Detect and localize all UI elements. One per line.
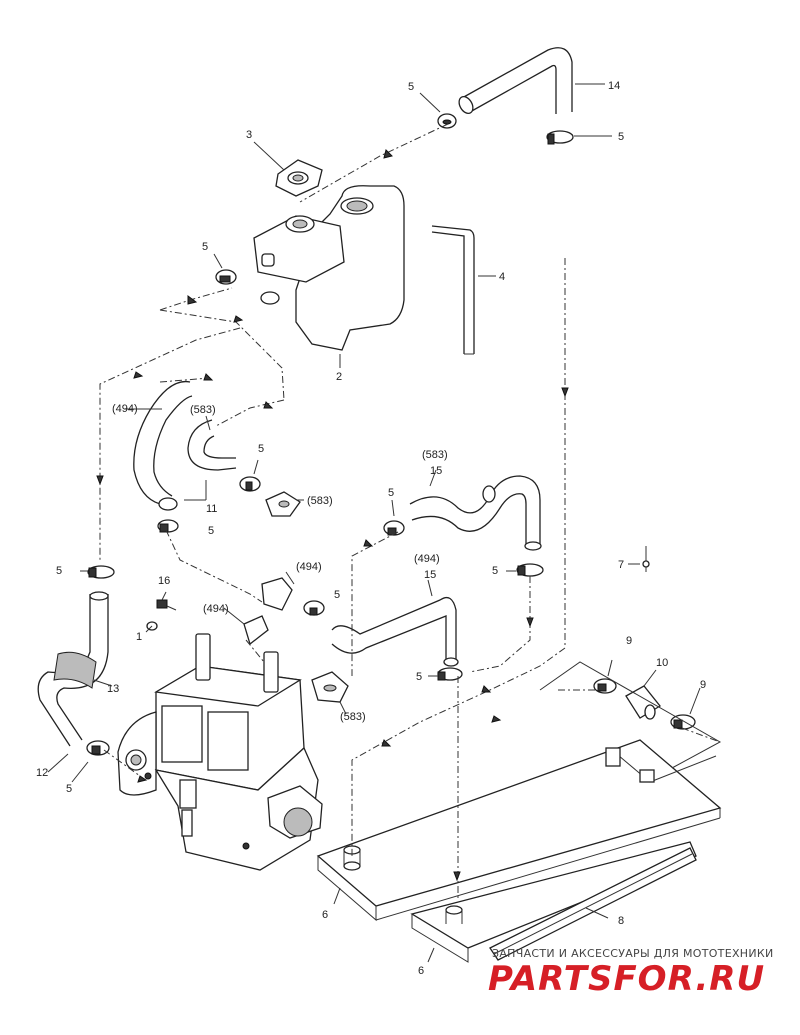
callout-10: 10: [656, 657, 668, 669]
callout-15-upper: 15: [430, 465, 442, 477]
callout-7: 7: [618, 559, 624, 571]
clamp-5-mid: [239, 459, 261, 492]
callout-5-left: 5: [56, 565, 62, 577]
hose-14: [458, 47, 605, 115]
callout-4: 4: [499, 271, 505, 283]
fitting-494-upper: [261, 571, 295, 611]
clamp-5-tank: [213, 253, 237, 285]
clamp-5-fitting: [303, 600, 325, 616]
watermark: ЗАПЧАСТИ И АКСЕССУАРЫ ДЛЯ МОТОТЕХНИКИ PA…: [488, 947, 774, 999]
callout-494-lower: (494): [414, 553, 440, 565]
watermark-logo: PARTSFOR.RU: [488, 959, 765, 999]
outlet-fitting-583-mid: [265, 491, 304, 517]
engine-block: [117, 633, 323, 871]
callout-583-lower: (583): [340, 711, 366, 723]
washer-1: [145, 621, 158, 633]
callout-14: 14: [608, 80, 620, 92]
callout-5-hose-15: 5: [388, 487, 394, 499]
callout-5-under-11: 5: [208, 525, 214, 537]
radiator-6-lower: [410, 841, 697, 963]
watermark-tagline: ЗАПЧАСТИ И АКСЕССУАРЫ ДЛЯ МОТОТЕХНИКИ: [492, 947, 774, 960]
hose-15-lower: [331, 579, 459, 667]
fitting-494-engine: [243, 615, 269, 646]
radiator-bracket: [539, 661, 722, 783]
leader-lines: [47, 408, 516, 783]
clamp-5-top: [419, 92, 457, 129]
clamp-5-hose-15: [383, 499, 405, 536]
callout-1: 1: [136, 631, 142, 643]
callout-5-fitting: 5: [334, 589, 340, 601]
callout-6-left: 6: [322, 909, 328, 921]
callout-2: 2: [336, 371, 342, 383]
hose-11-right: [184, 419, 237, 501]
callout-494-fitting: (494): [296, 561, 322, 573]
callout-8: 8: [618, 915, 624, 927]
callout-583-mid: (583): [190, 404, 216, 416]
callout-494-engine: (494): [203, 603, 229, 615]
callout-5-bottom-left: 5: [66, 783, 72, 795]
hose-15-upper: [409, 469, 542, 551]
callout-5-top: 5: [408, 81, 414, 93]
coolant-tank-2: [253, 185, 405, 368]
clamp-5-under-11: [157, 519, 179, 533]
callout-13: 13: [107, 683, 119, 695]
clamp-5-bottom-left: [86, 740, 110, 756]
hose-13: [37, 591, 113, 747]
callout-11: 11: [206, 503, 217, 515]
clamp-5-hose-15-lower: [437, 667, 463, 681]
hose-11-left: [133, 380, 193, 511]
callout-3: 3: [246, 129, 252, 141]
callout-9-left: 9: [626, 635, 632, 647]
clamp-5-right-top: [546, 130, 612, 145]
clamp-5-left: [87, 565, 115, 579]
callout-15-lower: 15: [424, 569, 436, 581]
callout-583-outlet: (583): [307, 495, 333, 507]
callout-5-tank: 5: [202, 241, 208, 253]
callout-12: 12: [36, 767, 48, 779]
routing-centerlines: [99, 123, 721, 900]
clamp-5-right-mid: [516, 563, 544, 577]
callout-5-lower-mid: 5: [416, 671, 422, 683]
outlet-fitting-583-lower: [311, 671, 349, 715]
flow-arrows: [96, 149, 569, 882]
hose-4: [431, 225, 496, 355]
screw-16: [156, 591, 177, 611]
callout-5-mid: 5: [258, 443, 264, 455]
callout-9-right: 9: [700, 679, 706, 691]
radiator-8: [489, 847, 697, 961]
callout-583-hose-15: (583): [422, 449, 448, 461]
callout-16: 16: [158, 575, 170, 587]
screw-7: [628, 546, 650, 572]
callout-labels: 5 14 5 3 4 5 2 (494) (583) 5 (583) 11 5 …: [36, 80, 706, 977]
callout-6-right: 6: [418, 965, 424, 977]
callout-5-right-top: 5: [618, 131, 624, 143]
callout-5-right-mid: 5: [492, 565, 498, 577]
hose-10: [625, 669, 661, 720]
clamp-9-right: [670, 687, 701, 730]
radiator-cap-3: [253, 141, 323, 197]
